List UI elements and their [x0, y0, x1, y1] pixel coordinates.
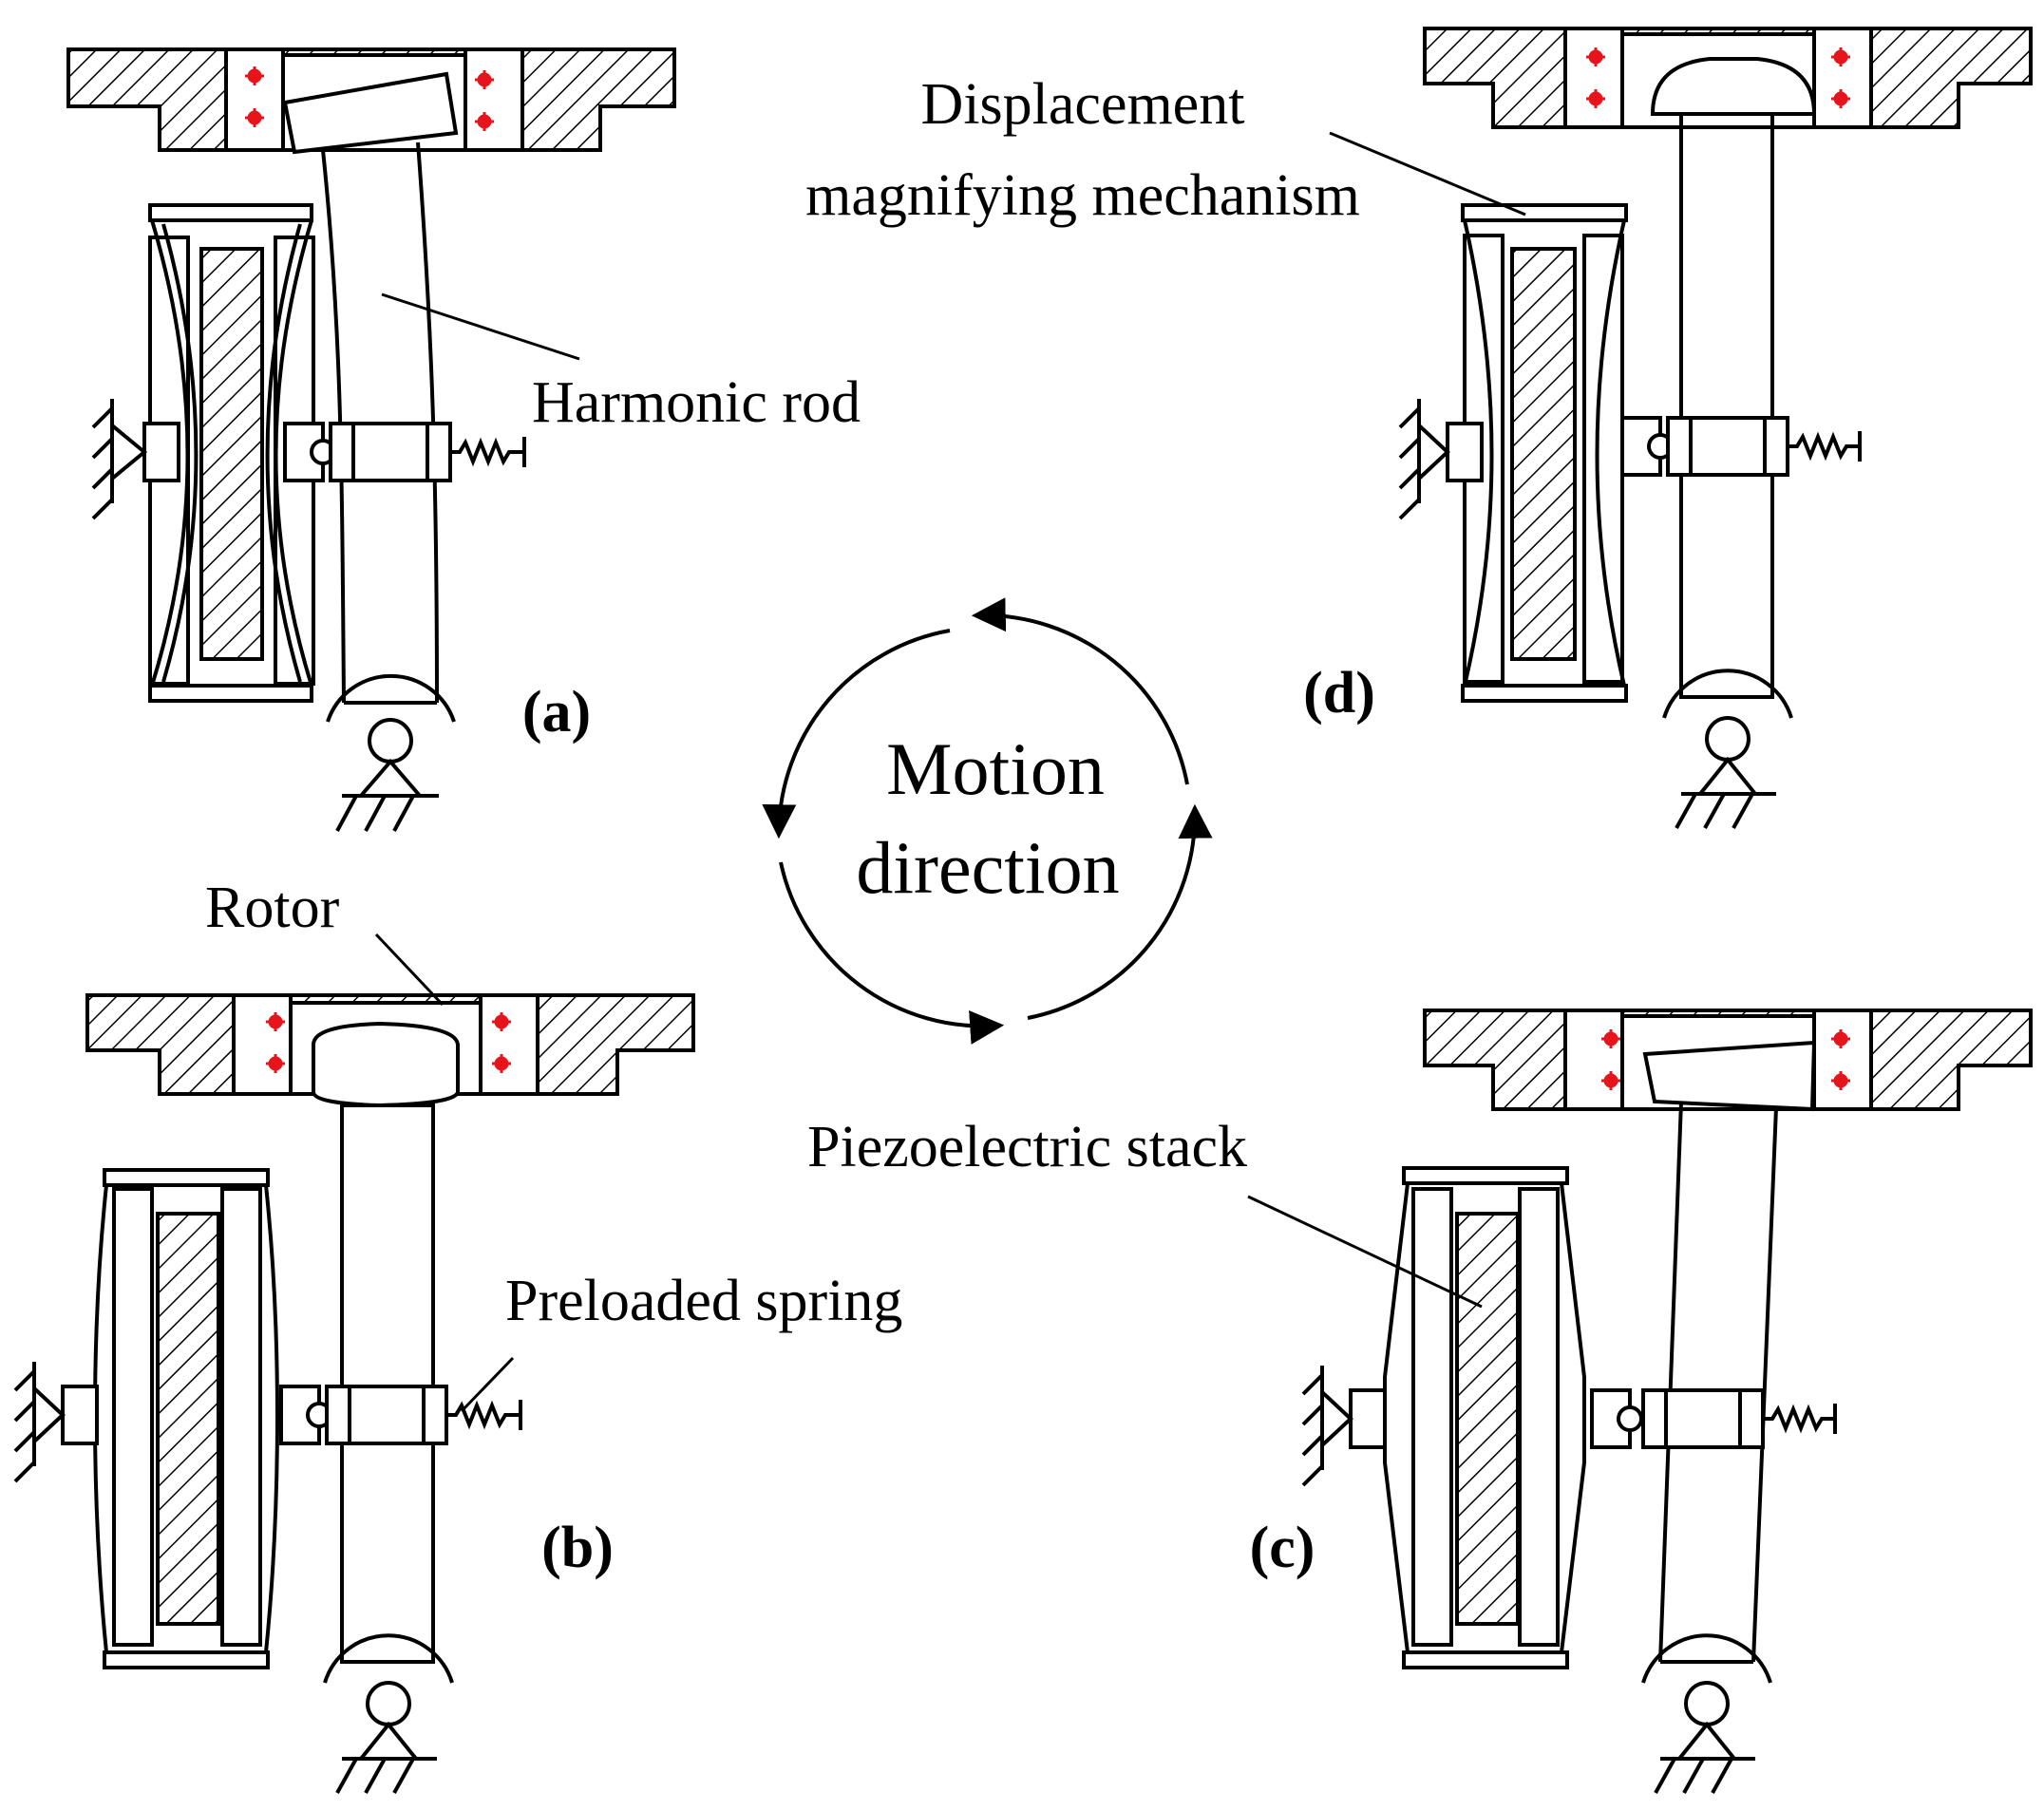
panel-d [1398, 27, 2033, 829]
rotor-head [312, 1021, 460, 1108]
bearing-right [492, 1012, 511, 1073]
harmonic-rod [1679, 112, 1774, 699]
bearing-left [1601, 1029, 1620, 1090]
motion-arc-left [762, 629, 951, 839]
bearing-left [266, 1012, 285, 1073]
leader-preloaded-spring [460, 1356, 515, 1413]
bearing-right [1831, 1029, 1850, 1090]
label-displacement-line1: Displacement [921, 72, 1245, 137]
panel-label-b: (b) [541, 1516, 614, 1580]
motion-arc-top [971, 597, 1189, 785]
panel-label-a: (a) [522, 680, 591, 745]
rotor-head [1650, 57, 1817, 116]
label-harmonic-rod: Harmonic rod [532, 370, 861, 435]
pivot-joint [1684, 1681, 1730, 1726]
panel-c [1301, 1009, 2033, 1794]
label-preloaded-spring: Preloaded spring [505, 1269, 902, 1333]
label-rotor: Rotor [205, 876, 340, 940]
clamp [325, 1385, 448, 1445]
piezo-stack [1510, 247, 1577, 661]
preload-spring [450, 437, 524, 467]
label-displacement-line2: magnifying mechanism [805, 163, 1360, 228]
piezo-stack [156, 1212, 220, 1626]
label-piezoelectric-stack: Piezoelectric stack [807, 1115, 1247, 1179]
motion-arc-bottom [779, 861, 1005, 1045]
bearing-right [475, 70, 494, 131]
leader-piezoelectric-stack [1247, 1195, 1483, 1309]
clamp [1641, 1388, 1765, 1449]
clamp [1666, 416, 1789, 477]
leader-lines [374, 131, 1526, 1413]
panel-b [13, 993, 695, 1794]
harmonic-rod [340, 1103, 435, 1664]
text-labels: Displacement magnifying mechanism Harmon… [205, 72, 1375, 1580]
pivot-joint [366, 1681, 411, 1726]
piezo-stack [199, 247, 264, 661]
pivot-joint [368, 718, 413, 764]
bearing-right [1831, 47, 1850, 108]
leader-rotor [374, 933, 445, 1007]
harmonic-rod [321, 141, 439, 704]
piezo-stack [1455, 1212, 1520, 1626]
leader-harmonic-rod [381, 292, 580, 361]
pivot-joint [1705, 716, 1751, 762]
panel-a [66, 47, 676, 832]
clamp [329, 422, 452, 482]
panel-label-d: (d) [1303, 661, 1375, 726]
panel-label-c: (c) [1250, 1516, 1315, 1580]
rotor-head [282, 71, 459, 155]
leader-displacement [1329, 131, 1526, 217]
label-direction: direction [856, 826, 1119, 909]
preload-spring [1763, 1404, 1835, 1434]
harmonic-rod [1658, 1101, 1778, 1663]
bearing-left [1586, 47, 1605, 108]
motion-arc-right [1027, 803, 1213, 1020]
bearing-left [245, 66, 264, 127]
label-motion: Motion [886, 727, 1105, 810]
preload-spring [446, 1400, 520, 1430]
rotor-head [1642, 1040, 1817, 1112]
preload-spring [1788, 431, 1860, 462]
motion-direction-cycle [762, 597, 1213, 1045]
